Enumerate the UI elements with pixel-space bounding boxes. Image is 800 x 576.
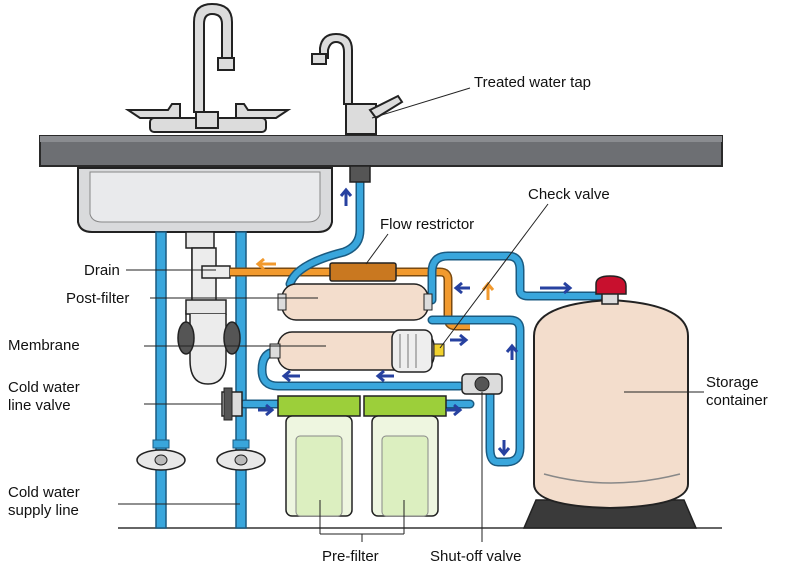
sink [77,167,333,233]
countertop [39,135,723,167]
pre-filter-left [277,395,361,517]
post-filter [277,283,433,321]
label-flow-restrictor: Flow restrictor [380,216,475,233]
label-cold-water-supply-line-line1: Cold water [8,484,80,501]
check-valve [433,343,445,357]
tap-connector [349,165,371,183]
cold-water-supply-pipes [136,231,266,529]
label-drain: Drain [84,262,120,279]
label-check-valve: Check valve [528,186,610,203]
label-storage-container-line1: Storage [706,374,759,391]
main-faucet [124,2,292,133]
label-shut-off-valve: Shut-off valve [430,548,522,565]
cold-water-line-valve [221,387,243,421]
pre-filter-right [363,395,447,517]
label-cold-water-line-valve-line1: Cold water [8,379,80,396]
flow-arrows [255,187,573,457]
label-treated-water-tap: Treated water tap [474,74,592,91]
label-cold-water-line-valve-line2: line valve [8,397,71,414]
shut-off-valve [461,373,503,395]
leader-lines [118,87,704,542]
storage-container [522,275,698,529]
membrane [269,329,445,373]
flow-restrictor [329,262,397,282]
drain-trap [177,231,241,385]
label-membrane: Membrane [8,337,80,354]
label-cold-water-line-valve: Cold water line valve [8,379,80,415]
label-storage-container-line2: container [706,392,768,409]
label-post-filter: Post-filter [66,290,130,307]
label-pre-filter: Pre-filter [322,548,379,565]
label-storage-container: Storage container [706,374,768,410]
label-cold-water-supply-line: Cold water supply line [8,484,80,520]
drain-line [230,267,470,331]
tank-valve [595,275,627,295]
treated-water-tap [311,32,404,135]
label-cold-water-supply-line-line2: supply line [8,502,79,519]
